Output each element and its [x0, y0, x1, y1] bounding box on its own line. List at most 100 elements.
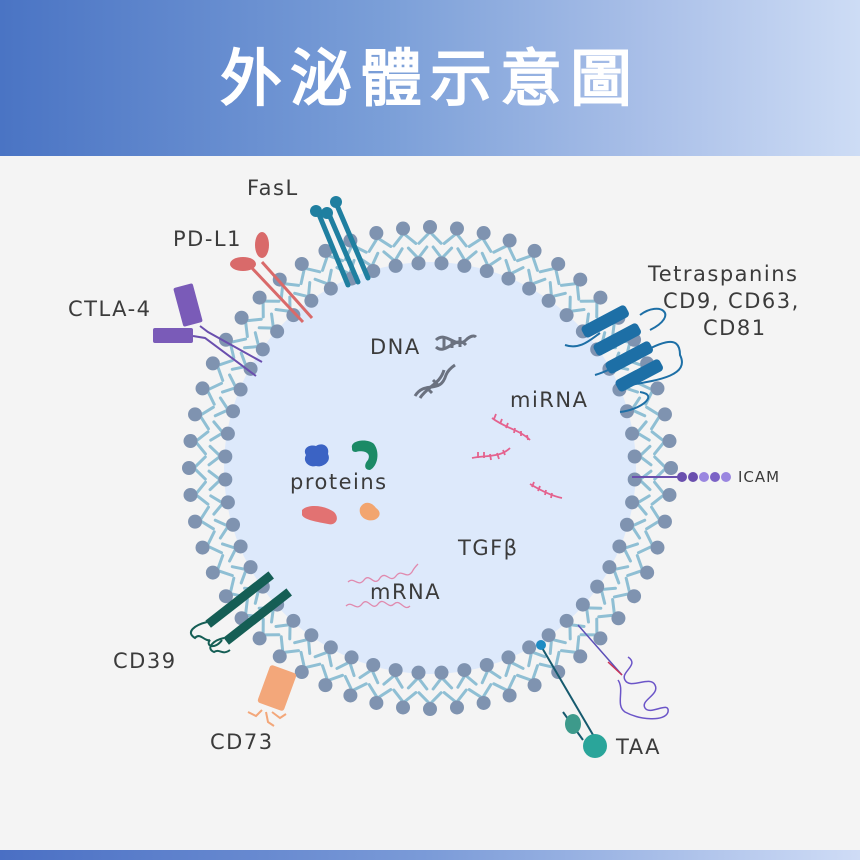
pd-l1-receptor-icon [230, 232, 314, 324]
lipid-molecule [313, 268, 338, 296]
lipid-molecule [627, 444, 653, 467]
lipid-molecule [559, 295, 586, 323]
lipid-molecule [195, 530, 224, 555]
lipid-molecule [431, 245, 454, 271]
tetraspanin-icon [564, 305, 683, 413]
cd73-icon [247, 665, 297, 727]
lipid-molecule [541, 281, 567, 308]
label-tetraspanins-cd9-cd63: CD9, CD63, [663, 289, 800, 313]
lipid-molecule [182, 455, 207, 481]
lipid-molecule [213, 396, 241, 419]
ctla-4-receptor-icon [153, 283, 263, 377]
lipid-molecule [612, 539, 640, 563]
lipid-molecule [230, 560, 258, 585]
fasl-receptor-icon [310, 196, 371, 288]
lipid-molecule [467, 226, 493, 253]
label-tetraspanins-cd81: CD81 [703, 316, 767, 340]
lipid-molecule [626, 554, 655, 580]
lipid-molecule [619, 517, 647, 540]
protein-blob-icon [302, 440, 380, 525]
lipid-molecule [318, 664, 344, 693]
lipid-molecule [501, 650, 525, 678]
lipid-molecule [205, 554, 234, 580]
lipid-molecule [274, 613, 301, 641]
lipid-molecule [367, 226, 393, 253]
icam-bead-chain-icon [632, 472, 731, 482]
lipid-molecule [252, 617, 281, 646]
lipid-molecule [367, 683, 393, 710]
label-taa: TAA [615, 735, 661, 759]
lipid-molecule [406, 245, 429, 271]
dna-helix-icon [413, 334, 478, 399]
lipid-molecule [294, 256, 322, 286]
lipid-molecule [579, 290, 608, 319]
exosome-lumen [224, 262, 636, 674]
lipid-molecule [538, 256, 566, 286]
lipid-molecule [559, 613, 586, 641]
lipid-molecule [358, 251, 381, 279]
lipid-molecule [625, 494, 651, 516]
lipid-molecule [234, 310, 263, 339]
lipid-molecule [243, 331, 270, 357]
label-fasl: FasL [247, 176, 299, 200]
lipid-molecule [293, 281, 319, 308]
lipid-molecule [516, 664, 542, 693]
lipid-molecule [188, 505, 215, 531]
lipid-molecule [188, 405, 215, 431]
label-mrna: mRNA [370, 580, 441, 604]
lipid-molecule [602, 560, 630, 585]
lipid-molecule [294, 650, 322, 680]
lipid-molecule [650, 430, 677, 456]
lipid-molecule [492, 674, 517, 703]
lipid-molecule [207, 469, 233, 492]
lipid-molecule [220, 373, 248, 397]
lipid-molecule [522, 640, 547, 668]
lipid-molecule [492, 233, 517, 262]
lipid-molecule [183, 430, 210, 456]
label-mirna: miRNA [510, 388, 588, 412]
cd39-icon [189, 571, 292, 654]
lipid-molecule [456, 247, 478, 273]
lipid-molecule [636, 530, 665, 555]
label-ctla-4: CTLA-4 [68, 297, 152, 321]
lipid-molecule [382, 247, 404, 273]
lipid-molecule [575, 597, 603, 624]
label-cd73: CD73 [210, 730, 274, 754]
lipid-molecule [272, 635, 301, 664]
lipid-molecule [205, 356, 234, 382]
lipid-molecule [313, 640, 338, 668]
lipid-molecule [479, 657, 502, 685]
taa-antigen-icon [536, 640, 607, 758]
lipid-molecule [392, 221, 418, 248]
lipid-molecule [456, 663, 478, 689]
header-banner: 外泌體示意圖 [0, 0, 860, 156]
lipid-molecule [382, 663, 404, 689]
lipid-molecule [209, 494, 235, 516]
lipid-molecule [417, 691, 443, 716]
label-proteins: proteins [290, 470, 388, 494]
label-dna: DNA [370, 335, 421, 359]
mirna-strand-icon [471, 413, 563, 499]
lipid-molecule [516, 243, 542, 272]
lipid-molecule [195, 381, 224, 406]
lipid-molecule [358, 657, 381, 685]
lipid-molecule [479, 251, 502, 279]
lipid-molecule [183, 480, 210, 506]
label-cd39: CD39 [113, 649, 177, 673]
lipid-molecule [645, 405, 672, 431]
lipid-molecule [213, 517, 241, 540]
lipid-molecule [579, 617, 608, 646]
lipid-molecule [559, 635, 588, 664]
lipid-molecule [612, 576, 642, 604]
wavy-protein-icon [577, 624, 669, 720]
lipid-molecule [501, 258, 525, 286]
lipid-molecule [406, 665, 429, 691]
lipid-molecule [209, 420, 235, 442]
label-pd-l1: PD-L1 [173, 227, 242, 251]
page-title: 外泌體示意圖 [219, 42, 640, 115]
lipid-molecule [335, 650, 359, 678]
mrna-strand-icon [345, 563, 419, 609]
lipid-molecule [597, 597, 626, 626]
lipid-molecule [257, 312, 285, 339]
